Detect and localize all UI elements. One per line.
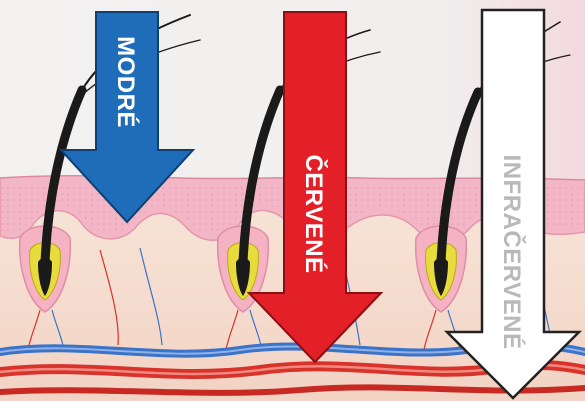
red-arrow-label: ČERVENÉ <box>300 154 328 273</box>
blue-arrow-label: MODRÉ <box>112 36 140 128</box>
infrared-arrow-label: INFRAČERVENÉ <box>498 155 526 350</box>
artery <box>0 387 585 392</box>
